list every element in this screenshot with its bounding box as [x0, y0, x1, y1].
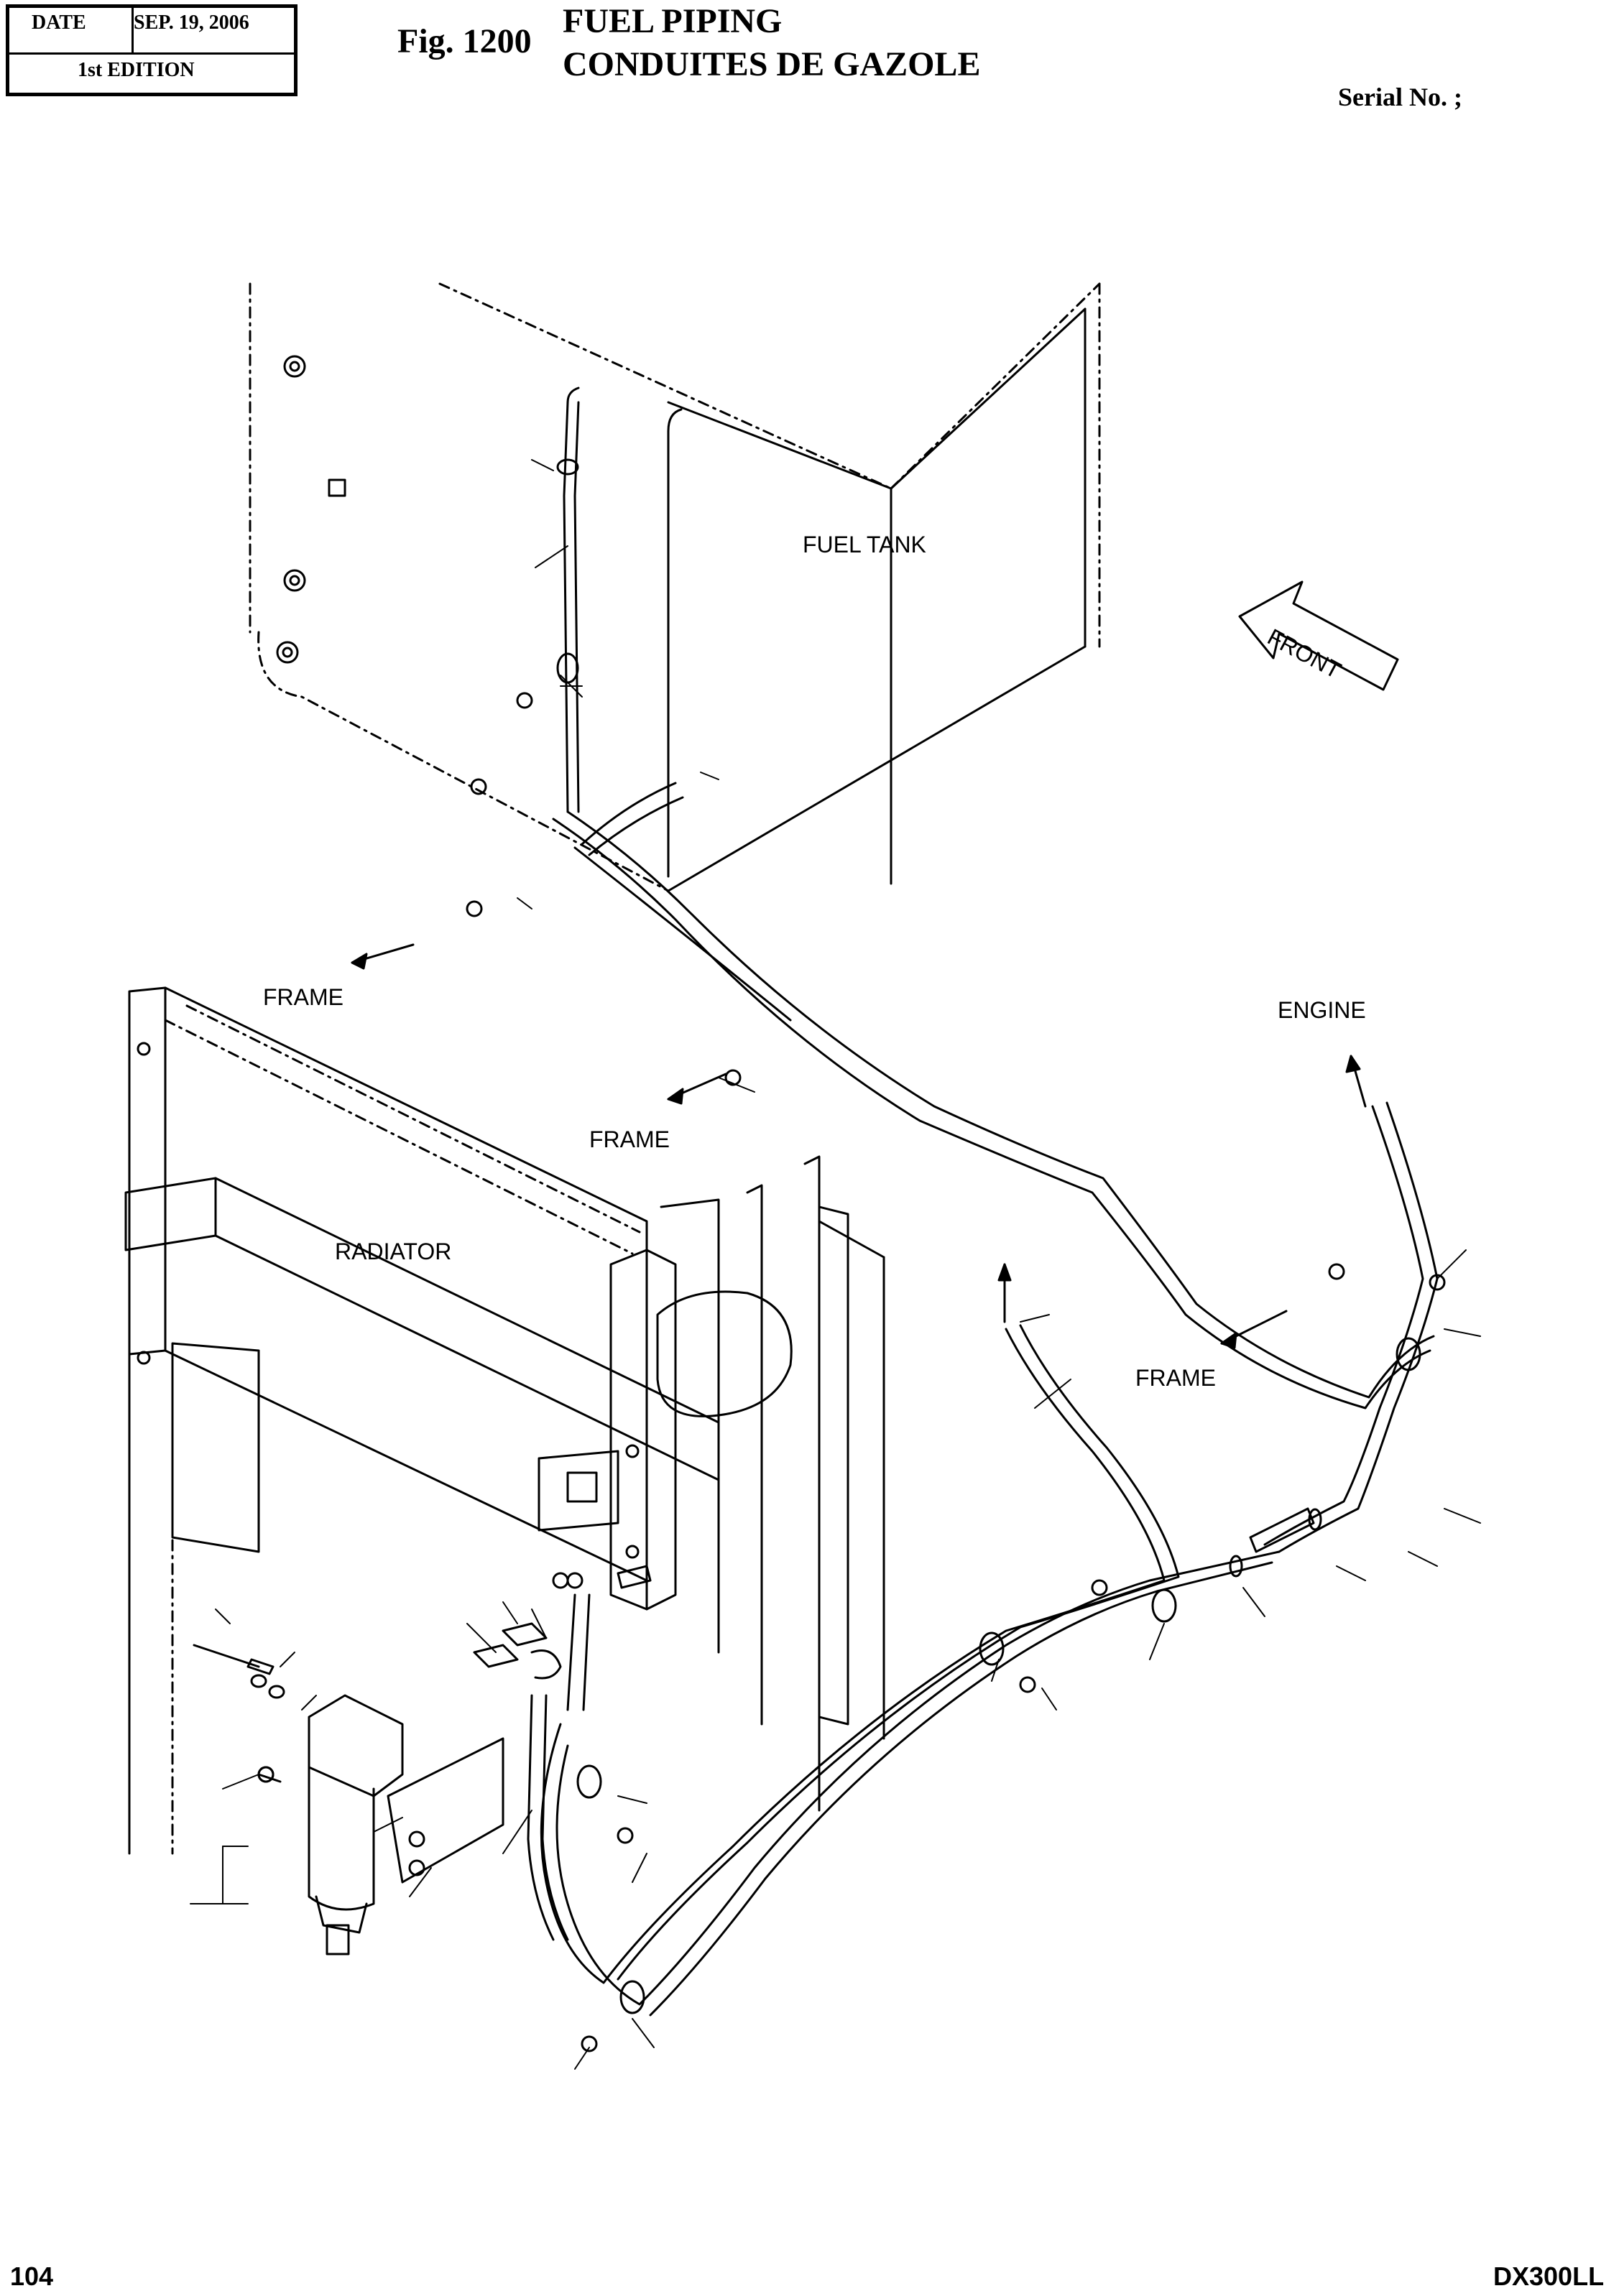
- edition-label: 1st EDITION: [78, 59, 195, 81]
- engine-label: ENGINE: [1278, 997, 1366, 1023]
- figure-number: Fig. 1200: [397, 22, 532, 60]
- radiator-drawing: [124, 986, 885, 1855]
- title-french: CONDUITES DE GAZOLE: [563, 45, 981, 83]
- title-english: FUEL PIPING: [563, 2, 783, 40]
- fuel-tank-label: FUEL TANK: [803, 532, 926, 557]
- header-divider: [132, 8, 134, 52]
- fuel-lines: [527, 386, 1439, 2017]
- model-number: DX300LL: [1493, 2262, 1605, 2291]
- direction-arrows: [351, 943, 1367, 1349]
- header-top-row: [9, 8, 294, 55]
- fuel-filter-drawing: [193, 1565, 652, 1955]
- front-arrow-drawing: [1238, 580, 1399, 691]
- clamps: [556, 458, 1421, 2014]
- frame-label-left: FRAME: [263, 984, 343, 1010]
- fuel-tank-drawing: [249, 282, 1101, 892]
- serial-number: Serial No. ;: [1338, 83, 1462, 111]
- header-box: [6, 4, 297, 96]
- frame-label-mid: FRAME: [589, 1126, 670, 1152]
- frame-label-right: FRAME: [1135, 1365, 1216, 1391]
- page-number: 104: [10, 2262, 54, 2291]
- date-label: DATE: [32, 11, 86, 34]
- bolts: [257, 692, 1446, 2052]
- leader-lines: [190, 459, 1481, 2070]
- radiator-label: RADIATOR: [335, 1239, 452, 1264]
- date-value: SEP. 19, 2006: [134, 11, 249, 34]
